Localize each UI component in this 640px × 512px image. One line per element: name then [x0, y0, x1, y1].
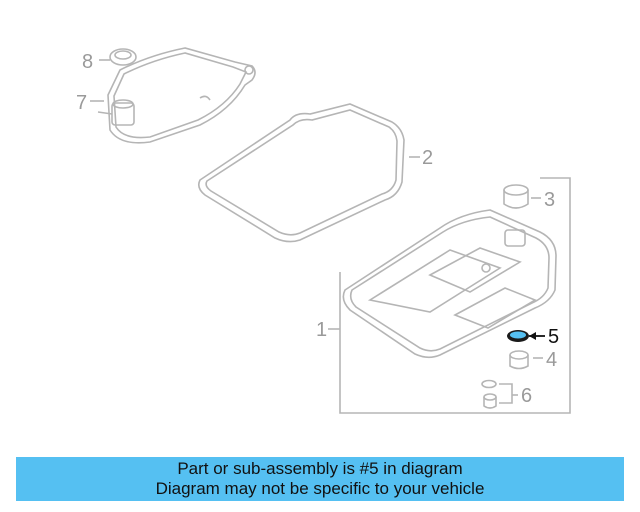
leader-5: [529, 332, 545, 340]
banner-line-1: Part or sub-assembly is #5 in diagram: [177, 459, 463, 478]
callout-5: 5: [548, 326, 559, 348]
callout-8: 8: [82, 51, 93, 73]
part-1-oil-pan[interactable]: [342, 209, 557, 359]
leader-lines: [90, 59, 543, 404]
part-5-seal[interactable]: [507, 330, 529, 342]
part-3-cap[interactable]: [503, 184, 529, 209]
part-4-drain-plug[interactable]: [509, 350, 529, 370]
part-6-plug[interactable]: [481, 379, 497, 409]
info-banner: Part or sub-assembly is #5 in diagram Di…: [16, 457, 624, 501]
callout-2: 2: [422, 147, 433, 169]
part-2-gasket[interactable]: [198, 103, 405, 243]
banner-line-2: Diagram may not be specific to your vehi…: [155, 479, 485, 498]
part-8-seal[interactable]: [109, 48, 137, 66]
callout-6: 6: [521, 385, 532, 407]
part-1-frame: [328, 177, 571, 414]
part-7-filter[interactable]: [97, 47, 256, 144]
callout-1: 1: [316, 319, 327, 341]
parts-diagram: 8 7 2 3 1 5 4 6: [76, 47, 571, 414]
callout-4: 4: [546, 349, 557, 371]
callout-7: 7: [76, 92, 87, 114]
callout-3: 3: [544, 189, 555, 211]
